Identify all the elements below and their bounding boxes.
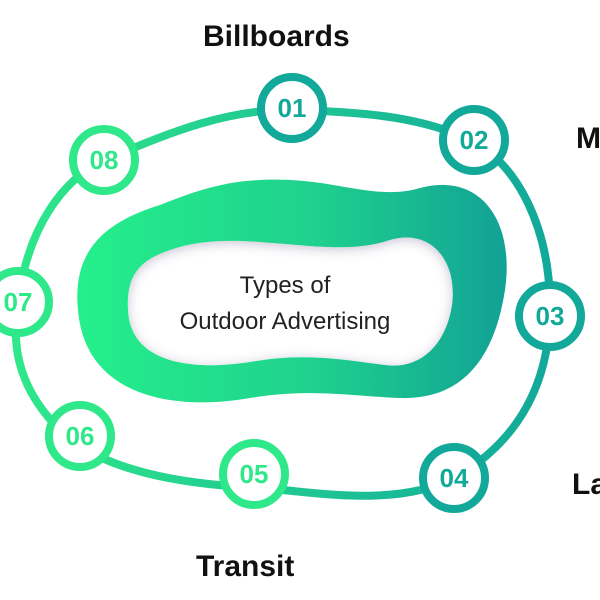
node-number: 08 xyxy=(90,145,119,175)
label-right-top: M xyxy=(576,122,600,155)
node-number: 04 xyxy=(440,463,469,493)
node-circle xyxy=(0,267,53,337)
label-billboards: Billboards xyxy=(203,20,350,53)
node-number: 03 xyxy=(536,301,565,331)
node-number: 06 xyxy=(66,421,95,451)
node-06: 06 xyxy=(45,401,115,471)
node-08: 08 xyxy=(69,125,139,195)
center-pill xyxy=(127,237,453,366)
label-right-bottom: La xyxy=(572,468,600,501)
node-number: 07 xyxy=(4,287,33,317)
center-title-line2: Outdoor Advertising xyxy=(179,308,391,335)
node-circle xyxy=(45,401,115,471)
label-transit: Transit xyxy=(196,550,295,583)
node-circle xyxy=(439,105,509,175)
node-05: 05 xyxy=(219,439,289,509)
node-02: 02 xyxy=(439,105,509,175)
node-circle xyxy=(69,125,139,195)
node-circle xyxy=(219,439,289,509)
node-circle xyxy=(419,443,489,513)
node-04: 04 xyxy=(419,443,489,513)
node-number: 05 xyxy=(240,459,269,489)
node-03: 03 xyxy=(515,281,585,351)
center-title-line1: Types of xyxy=(239,272,331,299)
node-01: 01 xyxy=(257,73,327,143)
node-circle xyxy=(257,73,327,143)
node-number: 01 xyxy=(278,93,307,123)
node-circle xyxy=(515,281,585,351)
node-07: 07 xyxy=(0,267,53,337)
node-number: 02 xyxy=(460,125,489,155)
center-title: Types of Outdoor Advertising xyxy=(150,268,420,340)
